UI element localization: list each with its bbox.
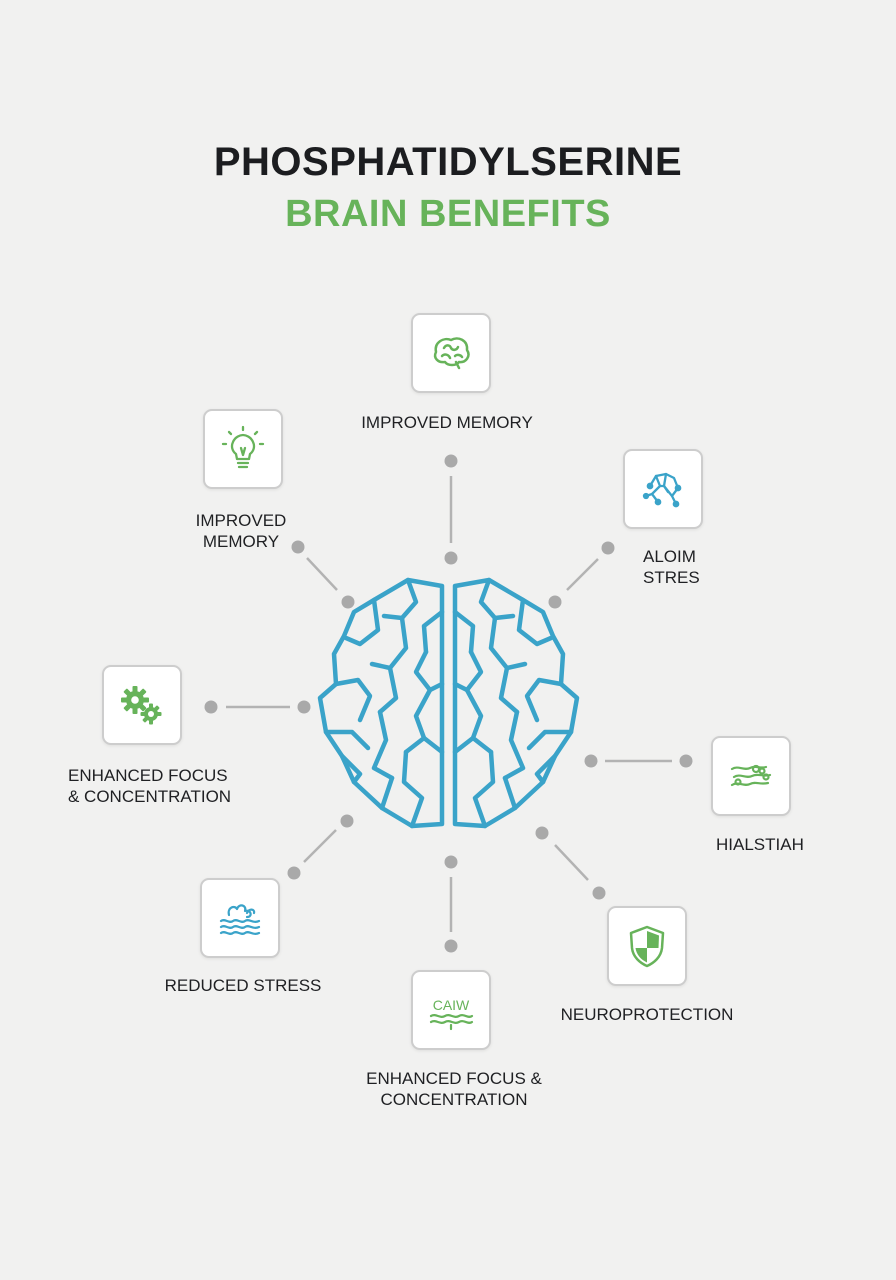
benefit-card-bottom: CAIW — [411, 970, 491, 1050]
benefit-card-upper-left — [203, 409, 283, 489]
benefit-label-upper-left: IMPROVED MEMORY — [195, 511, 287, 551]
brain-outline-icon — [433, 337, 470, 370]
benefit-card-top — [411, 313, 491, 393]
benefit-card-right — [711, 736, 791, 816]
neurons-icon — [730, 764, 772, 787]
page-title: PHOSPHATIDYLSERINE — [213, 140, 683, 184]
benefit-card-left — [102, 665, 182, 745]
benefit-label-top: IMPROVED MEMORY — [361, 413, 533, 432]
benefit-label-upper-right: ALOIM STRES — [643, 547, 700, 587]
benefit-label-right: HIALSTIAH — [716, 835, 804, 854]
shield-icon — [629, 925, 665, 968]
lightbulb-icon — [221, 425, 265, 469]
central-brain-icon — [317, 577, 580, 829]
benefit-label-bottom: ENHANCED FOCUS & CONCENTRATION — [366, 1069, 542, 1109]
benefit-card-upper-right — [623, 449, 703, 529]
benefit-label-lower-right: NEUROPROTECTION — [560, 1005, 734, 1024]
page-subtitle: BRAIN BENEFITS — [285, 193, 611, 235]
calm-waves-icon: CAIW — [429, 997, 474, 1031]
benefit-label-lower-left: REDUCED STRESS — [164, 976, 322, 995]
benefit-card-lower-left — [200, 878, 280, 958]
neural-network-icon — [642, 472, 682, 508]
benefit-card-lower-right — [607, 906, 687, 986]
waves-icon — [219, 904, 261, 935]
benefit-label-left: ENHANCED FOCUS & CONCENTRATION — [68, 766, 232, 806]
svg-text:CAIW: CAIW — [433, 997, 470, 1013]
gears-icon — [121, 686, 162, 725]
